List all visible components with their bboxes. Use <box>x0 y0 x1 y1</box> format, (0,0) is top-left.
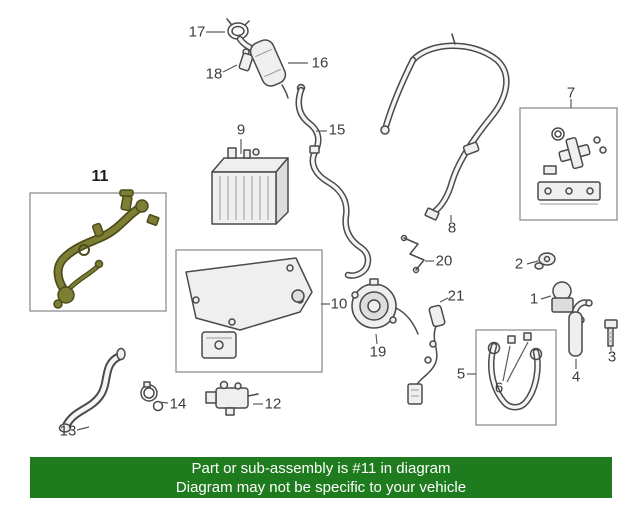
part-19-drawing <box>351 278 419 335</box>
part-7-drawing <box>537 127 607 205</box>
callout-1[interactable]: 1 <box>529 290 539 308</box>
part-10-drawing <box>185 257 313 359</box>
info-banner: Part or sub-assembly is #11 in diagram D… <box>30 457 612 498</box>
callout-14[interactable]: 14 <box>169 395 187 413</box>
callout-18[interactable]: 18 <box>205 65 223 83</box>
callout-8[interactable]: 8 <box>447 219 457 237</box>
part-9-drawing <box>211 147 289 225</box>
part-8-drawing <box>380 33 510 221</box>
callout-10[interactable]: 10 <box>330 295 348 313</box>
callout-6[interactable]: 6 <box>494 379 504 397</box>
part-11-drawing <box>53 189 160 309</box>
callout-7[interactable]: 7 <box>566 84 576 102</box>
callout-16[interactable]: 16 <box>311 54 329 72</box>
part-18-drawing <box>238 48 254 72</box>
callout-4[interactable]: 4 <box>571 368 581 386</box>
callout-20[interactable]: 20 <box>435 252 453 270</box>
callout-3[interactable]: 3 <box>607 348 617 366</box>
part-3-drawing <box>604 319 618 347</box>
part-16-drawing <box>249 39 289 99</box>
callout-5[interactable]: 5 <box>456 365 466 383</box>
banner-line-2: Diagram may not be specific to your vehi… <box>175 478 467 496</box>
group-box-part-5 <box>475 329 557 426</box>
callout-2[interactable]: 2 <box>514 255 524 273</box>
leader-lines <box>76 31 612 431</box>
callout-9[interactable]: 9 <box>236 121 246 139</box>
part-21-drawing <box>407 304 446 405</box>
part-2-drawing <box>534 252 556 270</box>
callout-21[interactable]: 21 <box>447 287 465 305</box>
callout-15[interactable]: 15 <box>328 121 346 139</box>
callout-11[interactable]: 11 <box>91 168 109 185</box>
part-20-drawing <box>400 234 425 274</box>
part-14-drawing <box>140 381 164 412</box>
part-4-drawing <box>568 299 593 357</box>
part-15-drawing <box>295 83 372 279</box>
callout-19[interactable]: 19 <box>369 343 387 361</box>
part-17-drawing <box>226 18 260 54</box>
parts-diagram-svg <box>29 18 618 433</box>
group-box-part-7 <box>519 107 618 221</box>
part-12-drawing <box>205 380 259 416</box>
callout-13[interactable]: 13 <box>59 422 77 440</box>
part-6-drawing <box>487 332 543 411</box>
callout-17[interactable]: 17 <box>188 23 206 41</box>
group-box-part-10 <box>175 249 323 373</box>
highlight-box-part-11 <box>29 192 167 312</box>
callout-12[interactable]: 12 <box>264 395 282 413</box>
part-13-drawing <box>58 347 126 433</box>
banner-line-1: Part or sub-assembly is #11 in diagram <box>191 459 451 477</box>
